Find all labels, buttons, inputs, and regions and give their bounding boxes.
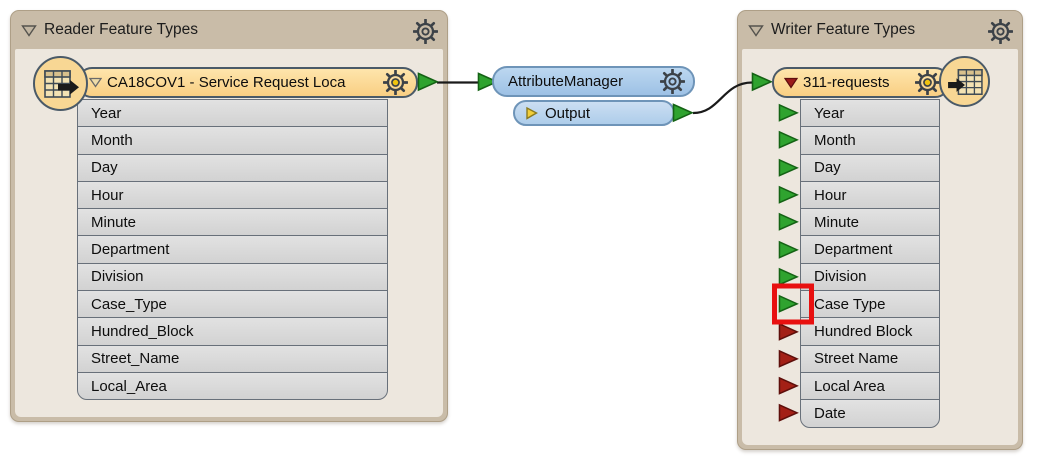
- writer-attribute-row[interactable]: Month: [778, 126, 940, 155]
- attribute-label: Street Name: [814, 350, 899, 368]
- attribute-label: Hour: [814, 186, 847, 204]
- writer-panel-header[interactable]: Writer Feature Types: [738, 11, 1022, 49]
- attribute-label: Department: [814, 241, 893, 259]
- reader-node-gear-icon[interactable]: [383, 70, 408, 95]
- writer-attribute-row[interactable]: Case Type: [772, 283, 940, 325]
- attribute-label: Hundred Block: [814, 323, 913, 341]
- attribute-label: Case_Type: [91, 295, 167, 313]
- reader-table-icon: [43, 69, 79, 98]
- writer-attribute-port[interactable]: [778, 131, 799, 150]
- output-port-triangle-icon: [526, 106, 538, 120]
- writer-attribute-port[interactable]: [778, 349, 799, 368]
- reader-attribute-row[interactable]: Day: [77, 153, 388, 182]
- writer-table-icon: [947, 68, 983, 95]
- writer-badge[interactable]: [939, 56, 990, 107]
- writer-attribute-row[interactable]: Division: [778, 262, 940, 292]
- writer-attribute-row[interactable]: Street Name: [778, 344, 940, 373]
- transformer-title: AttributeManager: [508, 73, 624, 90]
- reader-attribute-row[interactable]: Local_Area: [77, 371, 388, 401]
- transformer-output-arrow[interactable]: [672, 103, 694, 123]
- writer-panel-title: Writer Feature Types: [771, 21, 916, 38]
- transformer-output-port-pill[interactable]: Output: [513, 100, 675, 126]
- reader-attribute-row[interactable]: Hour: [77, 180, 388, 210]
- writer-attribute-port[interactable]: [778, 186, 799, 205]
- writer-panel-gear-icon[interactable]: [988, 19, 1013, 44]
- reader-attribute-row[interactable]: Minute: [77, 208, 388, 237]
- writer-attribute-port[interactable]: [778, 322, 799, 341]
- attribute-label: Local Area: [814, 377, 885, 395]
- reader-attribute-row[interactable]: Case_Type: [77, 290, 388, 319]
- transformer-node[interactable]: AttributeManager: [492, 66, 695, 97]
- collapse-triangle-icon[interactable]: [21, 24, 37, 37]
- writer-attribute-row[interactable]: Date: [778, 399, 940, 428]
- attribute-label: Day: [91, 159, 118, 177]
- attribute-label: Day: [814, 159, 841, 177]
- writer-attribute-row[interactable]: Department: [778, 235, 940, 264]
- attribute-label: Case Type: [814, 295, 886, 313]
- attribute-label: Year: [91, 104, 122, 122]
- writer-attribute-port[interactable]: [778, 213, 799, 232]
- reader-attribute-row[interactable]: Month: [77, 126, 388, 155]
- writer-node-gear-icon[interactable]: [915, 70, 940, 95]
- attribute-label: Street_Name: [91, 350, 180, 368]
- attribute-label: Division: [814, 268, 867, 286]
- reader-attribute-list: Year Month Day Hour Minute Department Di…: [77, 99, 388, 401]
- attribute-label: Month: [814, 131, 856, 149]
- writer-feature-type-node[interactable]: 311-requests: [772, 67, 950, 98]
- writer-attribute-row[interactable]: Day: [778, 153, 940, 182]
- attribute-label: Hour: [91, 186, 124, 204]
- writer-attribute-port[interactable]: [778, 158, 799, 177]
- attribute-label: Department: [91, 241, 170, 259]
- writer-attribute-row[interactable]: Minute: [778, 208, 940, 237]
- arrow-out-icon: [57, 79, 79, 94]
- reader-attribute-row[interactable]: Division: [77, 262, 388, 292]
- writer-attribute-row[interactable]: Hour: [778, 180, 940, 210]
- reader-panel-header[interactable]: Reader Feature Types: [11, 11, 447, 49]
- transformer-output-port-label: Output: [545, 104, 591, 122]
- writer-attribute-row[interactable]: Hundred Block: [778, 317, 940, 346]
- writer-attribute-port[interactable]: [778, 377, 799, 396]
- writer-node-title: 311-requests: [803, 74, 890, 91]
- attribute-label: Month: [91, 131, 133, 149]
- reader-attribute-row[interactable]: Year: [77, 99, 388, 128]
- arrow-in-icon: [947, 77, 965, 92]
- writer-attribute-row[interactable]: Year: [778, 99, 940, 128]
- writer-attribute-row[interactable]: Local Area: [778, 371, 940, 401]
- case-type-highlight-box: [772, 283, 814, 325]
- reader-badge[interactable]: [33, 56, 88, 111]
- attribute-label: Date: [814, 404, 846, 422]
- collapse-triangle-icon[interactable]: [748, 24, 764, 37]
- reader-attribute-row[interactable]: Street_Name: [77, 344, 388, 373]
- attribute-label: Minute: [91, 213, 137, 231]
- reader-node-title: CA18COV1 - Service Request Loca: [107, 74, 346, 91]
- writer-attribute-list: Year Month Day Hour Minute Departme: [772, 99, 940, 428]
- node-expand-triangle-icon[interactable]: [784, 77, 798, 89]
- attribute-label: Hundred_Block: [91, 323, 194, 341]
- attribute-label: Division: [91, 268, 144, 286]
- attribute-label: Year: [814, 104, 845, 122]
- writer-attribute-port[interactable]: [778, 240, 799, 259]
- reader-attribute-row[interactable]: Hundred_Block: [77, 317, 388, 346]
- writer-attribute-port[interactable]: [778, 104, 799, 123]
- node-collapse-triangle-icon[interactable]: [89, 77, 102, 88]
- reader-panel-gear-icon[interactable]: [413, 19, 438, 44]
- reader-output-port[interactable]: [417, 72, 439, 92]
- transformer-gear-icon[interactable]: [660, 69, 685, 94]
- writer-input-port[interactable]: [751, 72, 773, 92]
- reader-panel-title: Reader Feature Types: [44, 21, 198, 38]
- writer-attribute-port[interactable]: [778, 404, 799, 423]
- reader-attribute-row[interactable]: Department: [77, 235, 388, 264]
- attribute-label: Minute: [814, 213, 860, 231]
- reader-feature-type-node[interactable]: CA18COV1 - Service Request Loca: [77, 67, 418, 98]
- attribute-label: Local_Area: [91, 377, 167, 395]
